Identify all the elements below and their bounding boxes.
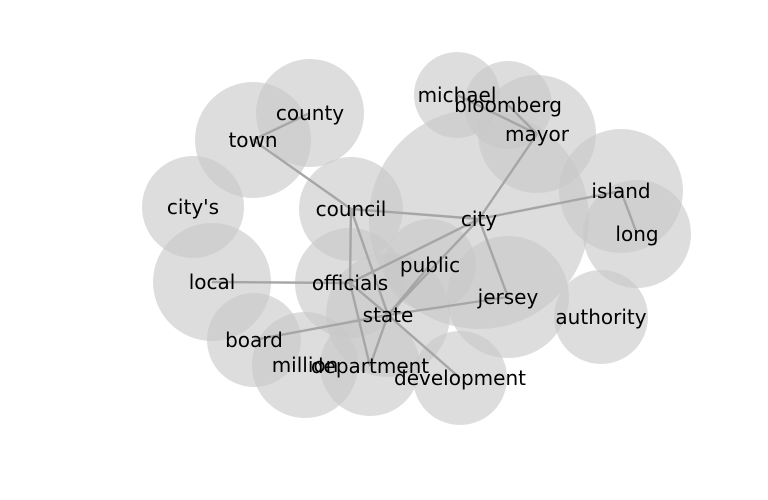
edge-officials-department [348, 282, 372, 367]
edge-state-jersey [387, 295, 509, 317]
edge-town-council [252, 139, 352, 210]
edges [211, 93, 639, 379]
node-label-state: state [363, 303, 414, 327]
edge-officials-state [349, 282, 389, 316]
node-label-authority: authority [555, 305, 646, 329]
node-label-long: long [615, 222, 658, 246]
edge-city-officials [349, 217, 480, 285]
edge-mayor-bloomberg [507, 104, 538, 135]
node-label-local: local [189, 270, 236, 294]
edge-city-island [478, 189, 622, 221]
edge-city-mayor [478, 133, 538, 220]
node-label-michael: michael [418, 83, 497, 107]
node-label-department: department [311, 354, 429, 378]
edge-mayor-michael [456, 93, 538, 136]
node-label-citys: city's [167, 195, 219, 219]
node-label-county: county [276, 101, 344, 125]
node-label-jersey: jersey [477, 285, 539, 309]
edge-state-board [253, 313, 389, 342]
edge-island-long [619, 190, 639, 235]
node-label-bloomberg: bloomberg [454, 93, 562, 117]
edge-council-officials [348, 208, 353, 284]
edge-council-state [349, 208, 390, 316]
node-label-million: million [272, 353, 339, 377]
node-circle-authority [554, 270, 648, 364]
edge-city-jersey [477, 218, 510, 298]
edge-state-department [368, 314, 390, 367]
node-label-city: city [461, 207, 497, 231]
edge-state-development [387, 314, 461, 379]
node-label-island: island [591, 179, 650, 203]
node-label-mayor: mayor [505, 122, 570, 146]
node-label-officials: officials [312, 271, 388, 295]
node-label-town: town [228, 128, 277, 152]
node-label-board: board [225, 328, 283, 352]
node-label-council: council [316, 197, 387, 221]
node-circles [142, 52, 691, 425]
edge-city-state [387, 218, 480, 316]
edge-public-state [387, 264, 431, 316]
node-label-development: development [394, 366, 526, 390]
edge-local-officials [211, 280, 351, 285]
edge-county-town [252, 111, 311, 142]
edge-city-council [350, 207, 480, 221]
node-label-public: public [400, 253, 460, 277]
node-labels: city county town city's council local official… [167, 83, 659, 390]
